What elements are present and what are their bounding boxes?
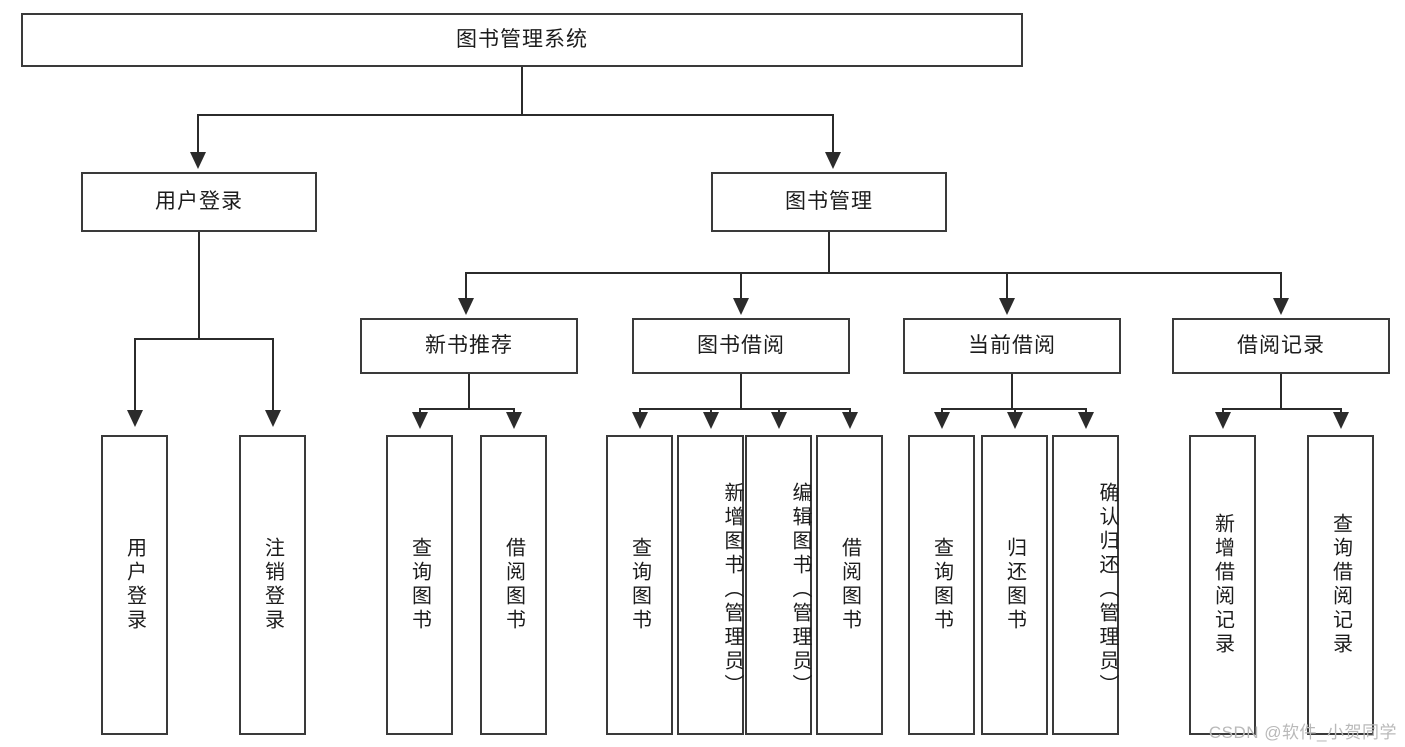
connector-bm-drop-recommend: [465, 272, 467, 300]
leaf-record-add-record[interactable]: 新增借阅记录: [1189, 435, 1256, 735]
connector-record-bus: [1222, 408, 1340, 410]
arrow-to-user-login: [190, 152, 206, 169]
connector-bm-drop-borrow: [740, 272, 742, 300]
node-label: 借阅记录: [1237, 334, 1325, 358]
arrow-to-borrow-record: [1273, 298, 1289, 315]
node-label: 归还图书: [1003, 537, 1026, 633]
node-label: 查询图书: [628, 537, 651, 633]
node-label: 图书管理系统: [456, 28, 588, 52]
connector-root-stem: [521, 67, 523, 115]
node-book-borrow[interactable]: 图书借阅: [632, 318, 850, 374]
connector-user-login-drop-2: [272, 338, 274, 412]
leaf-borrow-add-book-admin[interactable]: 新增图书（管理员）: [677, 435, 744, 735]
arrow-to-new-book-recommend: [458, 298, 474, 315]
node-label: 查询借阅记录: [1329, 513, 1352, 657]
arrow-to-leaf-user-login: [127, 410, 143, 427]
arrow-to-leaf-logout: [265, 410, 281, 427]
node-new-book-recommend[interactable]: 新书推荐: [360, 318, 578, 374]
csdn-watermark: CSDN @软件_小贺同学: [1208, 723, 1397, 742]
node-label: 新增图书（管理员）: [721, 482, 743, 698]
leaf-record-query-record[interactable]: 查询借阅记录: [1307, 435, 1374, 735]
connector-user-login-bus: [134, 338, 272, 340]
node-label: 确认归还（管理员）: [1096, 482, 1118, 698]
node-user-login[interactable]: 用户登录: [81, 172, 317, 232]
arrow-to-recommend-borrow: [506, 412, 522, 429]
arrow-to-recommend-query: [412, 412, 428, 429]
node-label: 查询图书: [408, 537, 431, 633]
leaf-user-login-logout[interactable]: 注销登录: [239, 435, 306, 735]
leaf-current-confirm-return-admin[interactable]: 确认归还（管理员）: [1052, 435, 1119, 735]
leaf-borrow-borrow-book[interactable]: 借阅图书: [816, 435, 883, 735]
connector-user-login-drop-1: [134, 338, 136, 412]
arrow-to-borrow-add: [703, 412, 719, 429]
node-label: 新增借阅记录: [1211, 513, 1234, 657]
connector-bm-drop-record: [1280, 272, 1282, 300]
leaf-borrow-query-book[interactable]: 查询图书: [606, 435, 673, 735]
arrow-to-current-return: [1007, 412, 1023, 429]
node-label: 用户登录: [123, 537, 146, 633]
connector-current-stem: [1011, 374, 1013, 410]
arrow-to-record-query: [1333, 412, 1349, 429]
arrow-to-book-management: [825, 152, 841, 169]
connector-recommend-stem: [468, 374, 470, 410]
connector-user-login-stem: [198, 232, 200, 339]
node-label: 注销登录: [261, 537, 284, 633]
leaf-recommend-query-book[interactable]: 查询图书: [386, 435, 453, 735]
connector-root-drop-user-login: [197, 114, 199, 154]
arrow-to-borrow-edit: [771, 412, 787, 429]
arrow-to-borrow-borrow: [842, 412, 858, 429]
node-borrow-record[interactable]: 借阅记录: [1172, 318, 1390, 374]
connector-root-drop-book-management: [832, 114, 834, 154]
arrow-to-current-query: [934, 412, 950, 429]
node-label: 图书借阅: [697, 334, 785, 358]
node-book-management[interactable]: 图书管理: [711, 172, 947, 232]
leaf-recommend-borrow-book[interactable]: 借阅图书: [480, 435, 547, 735]
connector-borrow-bus: [639, 408, 850, 410]
connector-record-stem: [1280, 374, 1282, 410]
arrow-to-book-borrow: [733, 298, 749, 315]
leaf-current-query-book[interactable]: 查询图书: [908, 435, 975, 735]
arrow-to-borrow-query: [632, 412, 648, 429]
node-label: 借阅图书: [838, 537, 861, 633]
connector-recommend-bus: [419, 408, 515, 410]
connector-book-management-bus: [465, 272, 1282, 274]
node-label: 新书推荐: [425, 334, 513, 358]
node-root-system[interactable]: 图书管理系统: [21, 13, 1023, 67]
connector-current-bus: [941, 408, 1085, 410]
connector-root-bus: [197, 114, 834, 116]
node-label: 借阅图书: [502, 537, 525, 633]
node-label: 查询图书: [930, 537, 953, 633]
arrow-to-record-add: [1215, 412, 1231, 429]
connector-bm-drop-current: [1006, 272, 1008, 300]
leaf-user-login-login[interactable]: 用户登录: [101, 435, 168, 735]
node-label: 编辑图书（管理员）: [789, 482, 811, 698]
connector-book-management-stem: [828, 232, 830, 274]
node-current-borrow[interactable]: 当前借阅: [903, 318, 1121, 374]
connector-borrow-stem: [740, 374, 742, 410]
arrow-to-current-confirm: [1078, 412, 1094, 429]
node-label: 图书管理: [785, 190, 873, 214]
node-label: 当前借阅: [968, 334, 1056, 358]
arrow-to-current-borrow: [999, 298, 1015, 315]
node-label: 用户登录: [155, 190, 243, 214]
leaf-current-return-book[interactable]: 归还图书: [981, 435, 1048, 735]
leaf-borrow-edit-book-admin[interactable]: 编辑图书（管理员）: [745, 435, 812, 735]
